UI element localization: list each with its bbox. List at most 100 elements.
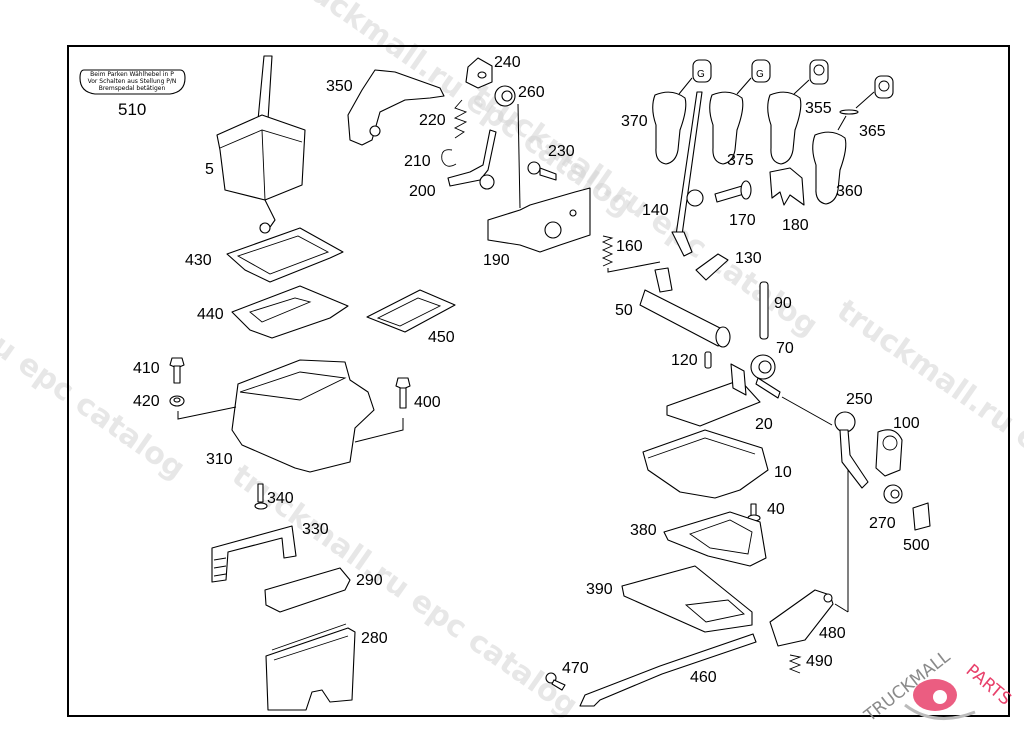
part-350-bracket[interactable] bbox=[347, 69, 445, 146]
part-450-plate[interactable] bbox=[366, 289, 456, 333]
part-160-spring[interactable] bbox=[601, 235, 661, 273]
part-250-lever[interactable] bbox=[834, 411, 869, 612]
part-20-plate[interactable] bbox=[666, 363, 761, 427]
part-230-screw[interactable] bbox=[527, 161, 557, 181]
callout-470[interactable]: 470 bbox=[562, 660, 589, 677]
callout-130[interactable]: 130 bbox=[735, 250, 762, 267]
callout-350[interactable]: 350 bbox=[326, 78, 353, 95]
callout-270[interactable]: 270 bbox=[869, 515, 896, 532]
callout-330[interactable]: 330 bbox=[302, 521, 329, 538]
truckmall-parts-logo: TRUCKMALL PARTS bbox=[860, 647, 1015, 727]
part-190-plate[interactable] bbox=[487, 103, 591, 253]
callout-100[interactable]: 100 bbox=[893, 415, 920, 432]
watermark-text: u epc catalog bbox=[0, 328, 191, 487]
part-140-rod[interactable] bbox=[671, 91, 704, 257]
part-70-bracket[interactable] bbox=[750, 354, 833, 426]
callout-200[interactable]: 200 bbox=[409, 183, 436, 200]
part-90-pin[interactable] bbox=[759, 281, 769, 340]
callout-365[interactable]: 365 bbox=[859, 123, 886, 140]
callout-50[interactable]: 50 bbox=[615, 302, 633, 319]
part-180-clip[interactable] bbox=[769, 167, 805, 206]
callout-220[interactable]: 220 bbox=[419, 112, 446, 129]
callout-40[interactable]: 40 bbox=[767, 501, 785, 518]
callout-390[interactable]: 390 bbox=[586, 581, 613, 598]
part-470-bolt[interactable] bbox=[545, 672, 566, 691]
callout-510[interactable]: 510 bbox=[118, 100, 146, 119]
part-380-gasket[interactable] bbox=[663, 511, 767, 567]
part-260-bushing[interactable] bbox=[494, 85, 516, 107]
part-355-knob[interactable] bbox=[767, 59, 829, 165]
label-plate-510[interactable]: Beim Parken Wählhebel in P Vor Schalten … bbox=[79, 69, 186, 95]
part-50-shaft[interactable] bbox=[639, 267, 731, 348]
part-410-bolt[interactable] bbox=[169, 357, 185, 384]
callout-240[interactable]: 240 bbox=[494, 54, 521, 71]
callout-490[interactable]: 490 bbox=[806, 653, 833, 670]
part-430-frame[interactable] bbox=[226, 227, 344, 283]
part-330-cover[interactable] bbox=[211, 525, 297, 583]
part-5-shifter[interactable] bbox=[216, 55, 306, 234]
part-270-bushing[interactable] bbox=[883, 484, 903, 504]
callout-370[interactable]: 370 bbox=[621, 113, 648, 130]
callout-90[interactable]: 90 bbox=[774, 295, 792, 312]
callout-280[interactable]: 280 bbox=[361, 630, 388, 647]
callout-120[interactable]: 120 bbox=[671, 352, 698, 369]
part-200-lever[interactable] bbox=[447, 129, 497, 190]
part-130-plug[interactable] bbox=[695, 253, 729, 281]
part-500-clip[interactable] bbox=[912, 502, 931, 531]
part-480-bracket[interactable] bbox=[769, 589, 849, 647]
callout-440[interactable]: 440 bbox=[197, 306, 224, 323]
callout-310[interactable]: 310 bbox=[206, 451, 233, 468]
callouts: 510 5 350 240 260 220 210 200 230 190 37… bbox=[118, 54, 930, 686]
callout-460[interactable]: 460 bbox=[690, 669, 717, 686]
part-310-housing[interactable] bbox=[177, 359, 404, 473]
callout-20[interactable]: 20 bbox=[755, 416, 773, 433]
part-360-knob[interactable] bbox=[812, 75, 894, 205]
part-170-pin[interactable] bbox=[714, 180, 752, 203]
part-490-spring[interactable] bbox=[788, 654, 802, 674]
callout-5[interactable]: 5 bbox=[205, 161, 214, 178]
callout-410[interactable]: 410 bbox=[133, 360, 160, 377]
callout-210[interactable]: 210 bbox=[404, 153, 431, 170]
part-240-block[interactable] bbox=[465, 57, 493, 89]
callout-160[interactable]: 160 bbox=[616, 238, 643, 255]
callout-170[interactable]: 170 bbox=[729, 212, 756, 229]
callout-180[interactable]: 180 bbox=[782, 217, 809, 234]
callout-400[interactable]: 400 bbox=[414, 394, 441, 411]
callout-480[interactable]: 480 bbox=[819, 625, 846, 642]
callout-500[interactable]: 500 bbox=[903, 537, 930, 554]
callout-250[interactable]: 250 bbox=[846, 391, 873, 408]
part-280-module[interactable] bbox=[265, 623, 356, 711]
diagram-frame bbox=[67, 45, 1010, 717]
callout-380[interactable]: 380 bbox=[630, 522, 657, 539]
part-400-bolt[interactable] bbox=[395, 377, 411, 409]
callout-420[interactable]: 420 bbox=[133, 393, 160, 410]
part-370-knob[interactable]: G bbox=[652, 59, 712, 165]
part-10-base[interactable] bbox=[642, 429, 769, 499]
callout-355[interactable]: 355 bbox=[805, 100, 832, 117]
callout-290[interactable]: 290 bbox=[356, 572, 383, 589]
part-375-knob[interactable]: G bbox=[709, 59, 771, 165]
callout-230[interactable]: 230 bbox=[548, 143, 575, 160]
callout-260[interactable]: 260 bbox=[518, 84, 545, 101]
part-340-screw[interactable] bbox=[254, 483, 268, 510]
label-plate-line: Bremspedal betätigen bbox=[99, 85, 166, 92]
part-220-spring[interactable] bbox=[453, 99, 468, 139]
part-290-switch[interactable] bbox=[264, 567, 351, 613]
callout-360[interactable]: 360 bbox=[836, 183, 863, 200]
callout-375[interactable]: 375 bbox=[727, 152, 754, 169]
part-210-clip[interactable] bbox=[441, 149, 457, 167]
part-440-plate[interactable] bbox=[231, 285, 349, 339]
callout-140[interactable]: 140 bbox=[642, 202, 669, 219]
part-420-washer[interactable] bbox=[169, 395, 185, 407]
callout-10[interactable]: 10 bbox=[774, 464, 792, 481]
callout-340[interactable]: 340 bbox=[267, 490, 294, 507]
part-120-pin[interactable] bbox=[704, 351, 712, 369]
part-390-plate[interactable] bbox=[621, 565, 753, 633]
callout-190[interactable]: 190 bbox=[483, 252, 510, 269]
callout-430[interactable]: 430 bbox=[185, 252, 212, 269]
part-460-rod[interactable] bbox=[579, 633, 757, 707]
part-100-housing[interactable] bbox=[875, 429, 903, 477]
callout-70[interactable]: 70 bbox=[776, 340, 794, 357]
callout-450[interactable]: 450 bbox=[428, 329, 455, 346]
